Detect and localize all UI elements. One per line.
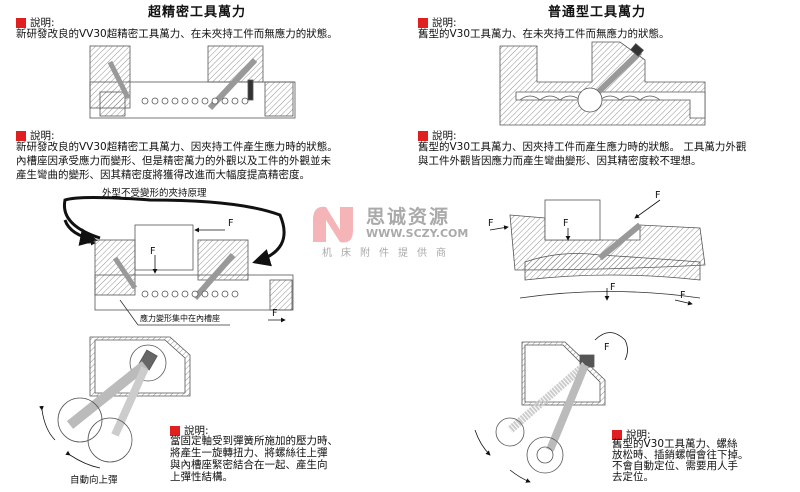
note-header: 說明: xyxy=(612,427,651,442)
bullet-square-icon xyxy=(418,17,428,28)
standard-vise-title: 普通型工具萬力 xyxy=(548,5,647,20)
force-label: F xyxy=(604,342,610,353)
standard-vise-loaded-diagram xyxy=(489,199,706,306)
note-line: 舊型的V30工具萬力、因夾持工件而產生應力時的狀態。 工具萬力外觀 xyxy=(418,141,747,153)
note-line: 去定位。 xyxy=(612,471,654,483)
force-label: F xyxy=(228,218,234,229)
note-line: 上彈性結構。 xyxy=(170,471,233,483)
note-line: 舊型的V30工具萬力、螺絲 xyxy=(612,438,738,450)
force-label: F xyxy=(655,190,661,201)
note-header: 說明: xyxy=(170,423,209,438)
note-line: 放松時、插銷螺帽會往下掉。 xyxy=(612,449,749,461)
note-line: 與內槽座緊密結合在一起、產生向 xyxy=(170,459,328,471)
bullet-square-icon xyxy=(16,17,26,28)
spring-mechanism-diagram xyxy=(39,336,191,469)
bullet-square-icon xyxy=(418,130,428,141)
note-line: 產生彎曲的變形、因其精密度將獲得改進而大幅度提高精密度。 xyxy=(16,169,310,181)
note-header: 說明: xyxy=(418,128,457,143)
note-line: 當固定軸受到彈簧所施加的壓力時、 xyxy=(170,435,338,447)
force-label: F xyxy=(272,308,278,319)
precision-vise-loaded-diagram xyxy=(62,196,294,326)
note-text: 舊型的V30工具萬力、螺絲 放松時、插銷螺帽會往下掉。 不會自動定位、需要用人手… xyxy=(612,439,749,483)
precision-vise-unloaded-diagram xyxy=(89,45,296,119)
note-line: 新研發改良的VV30超精密工具萬力、因夾持工件產生應力時的狀態。 xyxy=(16,141,338,153)
watermark-logo-icon xyxy=(313,206,353,243)
stress-label: 應力變形集中在內槽座 xyxy=(140,314,220,323)
note-header: 說明: xyxy=(418,15,457,30)
force-label: F xyxy=(150,246,156,257)
note-header-label: 說明: xyxy=(432,17,457,29)
note-header-label: 說明: xyxy=(30,130,55,142)
precision-vise-title: 超精密工具萬力 xyxy=(148,5,247,20)
force-label: F xyxy=(488,218,494,229)
bullet-square-icon xyxy=(612,429,622,440)
watermark: 思诚资源 WWW.SCZY.COM 机床附件提供商 xyxy=(308,202,469,259)
note-text: 當固定軸受到彈簧所施加的壓力時、 將產生一旋轉扭力、將螺絲往上彈 與內槽座緊密結… xyxy=(170,435,338,483)
note-header-label: 說明: xyxy=(626,429,651,441)
note-text: 舊型的V30工具萬力、在未夾持工件而無應力的狀態。 xyxy=(418,28,670,40)
note-header: 說明: xyxy=(16,15,55,30)
watermark-tagline: 机床附件提供商 xyxy=(322,248,455,259)
force-label: F xyxy=(563,218,569,229)
note-header: 說明: xyxy=(16,128,55,143)
note-header-label: 說明: xyxy=(184,425,209,437)
note-line: 不會自動定位、需要用人手 xyxy=(612,460,738,472)
force-label: F xyxy=(610,282,616,293)
force-label: F xyxy=(680,290,686,301)
standard-vise-unloaded-diagram xyxy=(499,41,706,126)
auto-spring-label: 自動向上彈 xyxy=(70,475,118,486)
note-line: 與工件外觀皆因應力而產生彎曲變形、因其精密度較不理想。 xyxy=(418,155,702,167)
note-line: 內槽座因承受應力而變形、但是精密萬力的外觀以及工件的外觀並未 xyxy=(16,155,331,167)
principle-caption: 外型不受變形的夾持原理 xyxy=(102,188,207,199)
force-label: F xyxy=(82,233,88,244)
note-text: 新研發改良的VV30超精密工具萬力、因夾持工件產生應力時的狀態。 內槽座因承受應… xyxy=(16,140,338,182)
bullet-square-icon xyxy=(170,425,180,436)
old-screw-mechanism-diagram xyxy=(474,332,628,483)
note-text: 新研發改良的VV30超精密工具萬力、在未夾持工件而無應力的狀態。 xyxy=(16,28,338,40)
watermark-url: WWW.SCZY.COM xyxy=(366,227,469,240)
watermark-brand: 思诚资源 xyxy=(366,206,451,228)
note-header-label: 說明: xyxy=(30,17,55,29)
note-line: 將產生一旋轉扭力、將螺絲往上彈 xyxy=(170,447,328,459)
bullet-square-icon xyxy=(16,130,26,141)
note-text: 舊型的V30工具萬力、因夾持工件而產生應力時的狀態。 工具萬力外觀 與工件外觀皆… xyxy=(418,140,746,168)
note-header-label: 說明: xyxy=(432,130,457,142)
